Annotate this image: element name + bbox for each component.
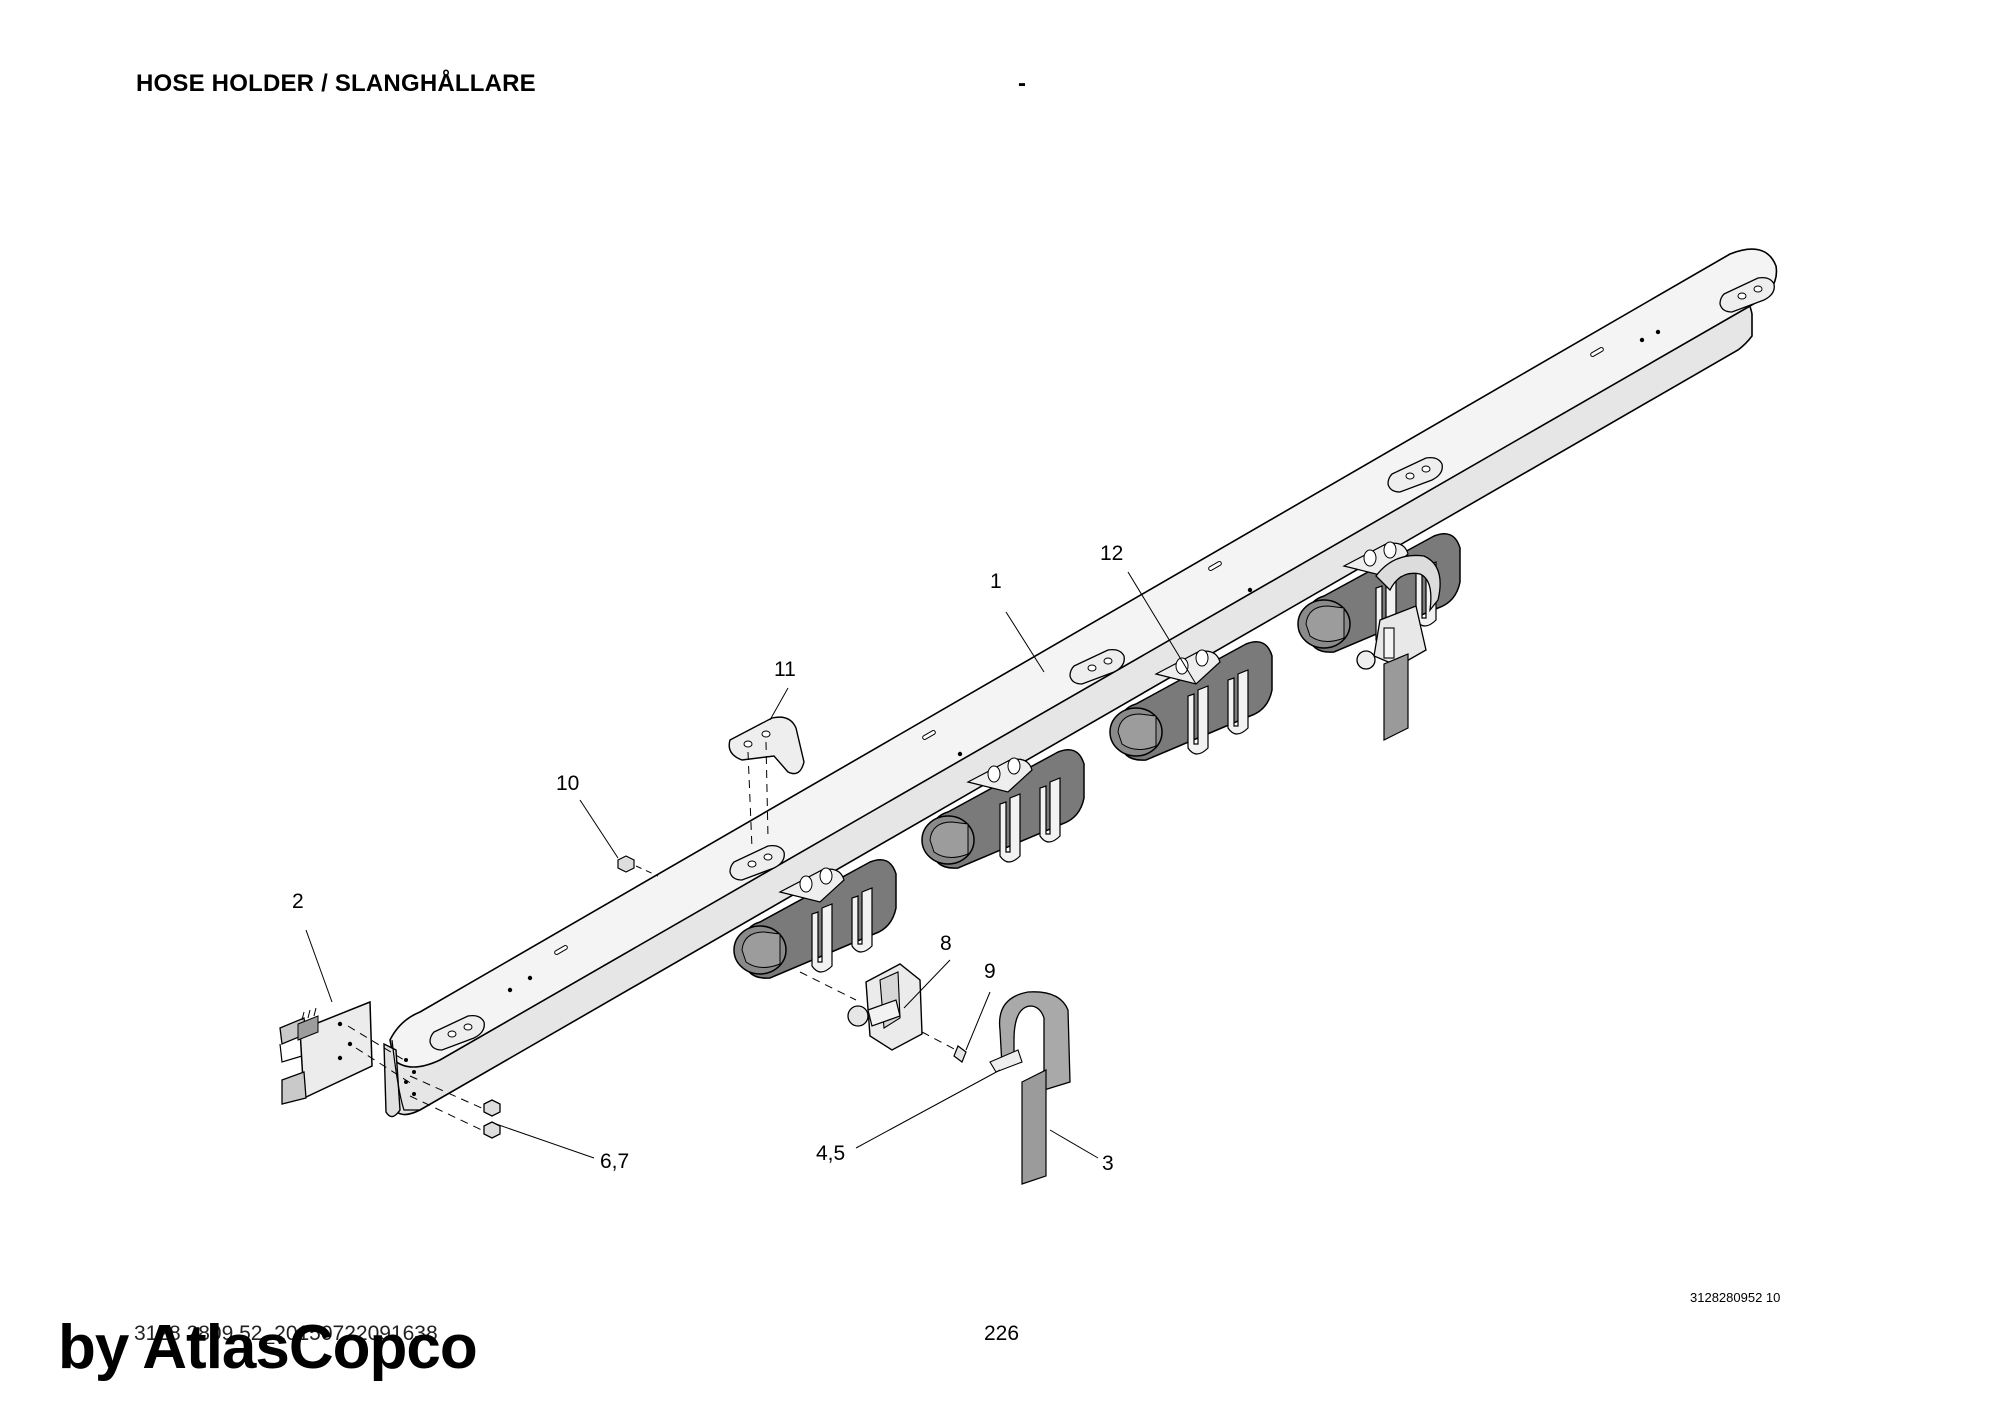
callout-11: 11 — [774, 658, 796, 681]
page-title: HOSE HOLDER / SLANGHÅLLARE — [136, 70, 536, 97]
callout-9: 9 — [984, 960, 996, 983]
callout-12: 12 — [1100, 542, 1123, 565]
hose-clamp-4-with-strap — [1297, 532, 1461, 741]
callout-3: 3 — [1102, 1152, 1114, 1175]
callout-4-5: 4,5 — [816, 1142, 845, 1165]
document-id: 3128 2809 52_20150722091638 — [134, 1322, 438, 1345]
callout-1: 1 — [990, 570, 1002, 593]
part-2-end-bracket — [279, 1000, 413, 1105]
callout-8: 8 — [940, 932, 952, 955]
watermark-text: by AtlasCopco — [58, 1313, 478, 1382]
title-dash: - — [1018, 70, 1026, 97]
part-11-bracket-plate — [728, 716, 805, 849]
page-number: 226 — [984, 1322, 1020, 1345]
part-6-7-nuts — [409, 1075, 501, 1139]
drawing-number: 3128280952 10 — [1690, 1290, 1781, 1305]
leader-lines — [305, 571, 1197, 1159]
part-9-screw — [921, 1031, 967, 1063]
callout-10: 10 — [556, 772, 579, 795]
part-10-nut — [617, 855, 659, 877]
part-3-strap — [989, 991, 1071, 1185]
callout-2: 2 — [292, 890, 304, 913]
callout-6-7: 6,7 — [600, 1150, 629, 1173]
part-8-latch — [799, 963, 923, 1051]
main-rail — [383, 248, 1778, 1118]
